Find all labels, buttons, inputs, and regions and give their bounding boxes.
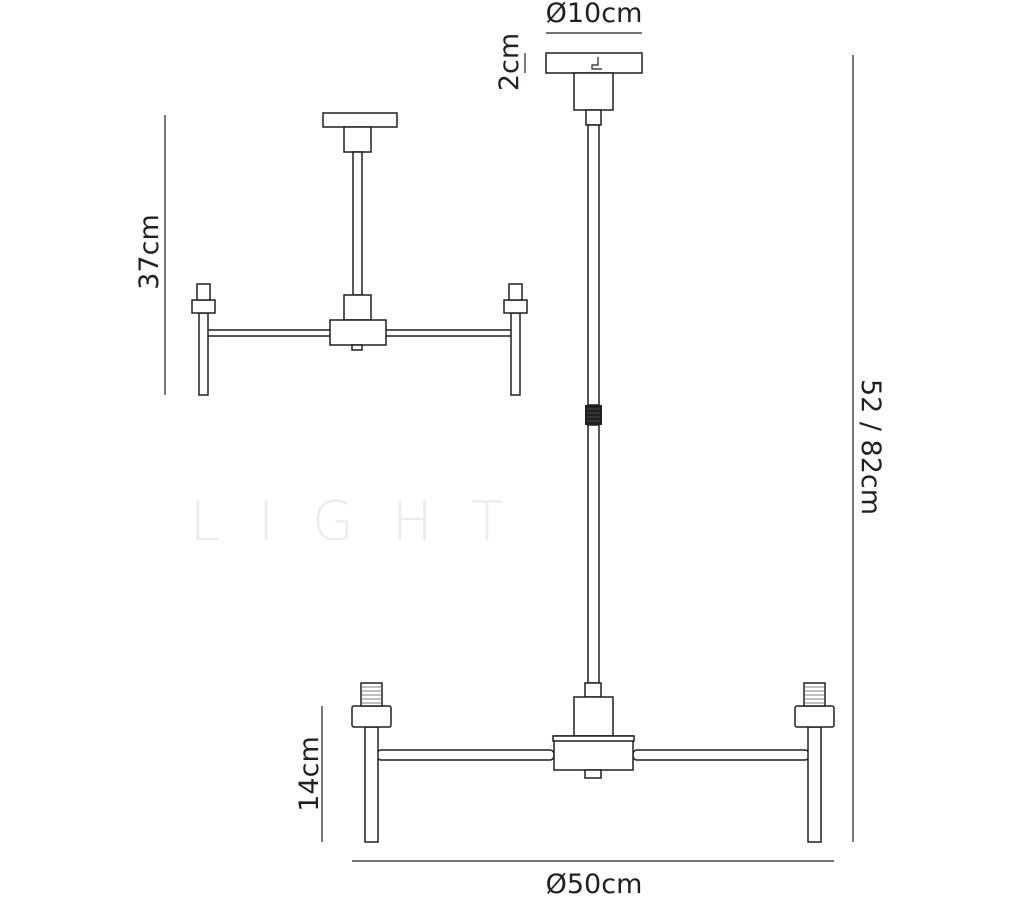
- canopy-slot: [591, 57, 602, 70]
- small-right-nut: [503, 299, 528, 314]
- small-left-rod: [198, 312, 209, 396]
- left-nut: [351, 705, 392, 728]
- right-thread: [803, 682, 826, 707]
- dim-label-overall-diameter: Ø50cm: [546, 869, 643, 900]
- canopy-neck: [585, 109, 602, 126]
- dim-label-min-height: 37cm: [134, 214, 165, 290]
- small-rod: [352, 151, 363, 296]
- canopy-cup: [573, 72, 614, 111]
- coupler-thread: [587, 408, 600, 422]
- hub-cup: [573, 696, 614, 737]
- watermark: LIGHT: [190, 490, 541, 553]
- right-rod: [807, 726, 822, 843]
- left-arm: [376, 749, 555, 761]
- small-hub: [329, 319, 387, 346]
- small-left-thread: [196, 283, 211, 301]
- large-fixture-view: [351, 52, 835, 843]
- left-thread: [360, 682, 383, 707]
- small-right-thread: [508, 283, 523, 301]
- small-right-rod: [510, 312, 521, 396]
- small-fixture-view: [191, 112, 528, 396]
- left-rod: [364, 726, 379, 843]
- small-canopy-cup: [343, 126, 372, 153]
- right-nut: [794, 705, 835, 728]
- hub-plate: [552, 735, 635, 742]
- lower-rod: [587, 424, 600, 684]
- hub-nub: [584, 769, 602, 779]
- canopy: [545, 52, 643, 74]
- right-arm: [632, 749, 810, 761]
- dim-label-shade-height: 14cm: [294, 736, 325, 812]
- hub-neck: [584, 682, 602, 698]
- small-hub-nub: [351, 344, 363, 351]
- dim-label-canopy-height: 2cm: [494, 33, 525, 91]
- dim-label-drop-height: 52 / 82cm: [855, 379, 886, 515]
- rod-coupler: [585, 405, 602, 425]
- small-hub-cup: [343, 294, 372, 321]
- small-left-nut: [191, 299, 216, 314]
- small-canopy: [322, 112, 398, 128]
- dim-label-canopy-diameter: Ø10cm: [546, 0, 643, 29]
- upper-rod: [587, 124, 600, 406]
